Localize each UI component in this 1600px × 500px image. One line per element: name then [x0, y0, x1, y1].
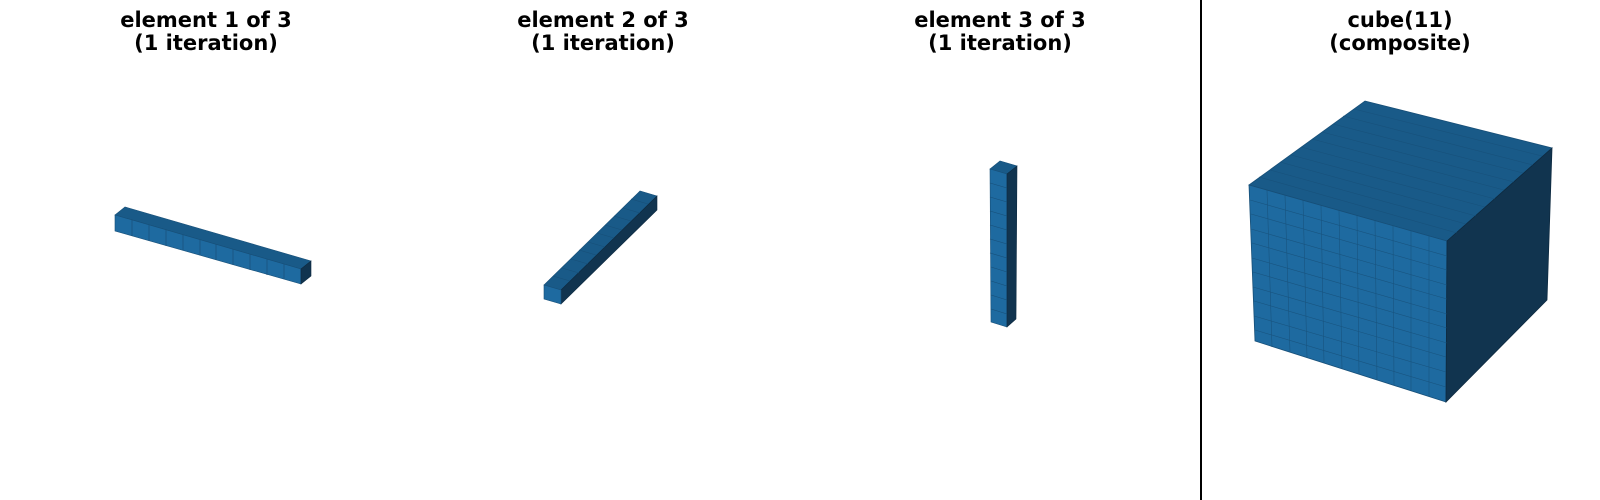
- bar-x-end-face: [300, 260, 312, 285]
- panel-title-line1: element 2 of 3: [517, 8, 689, 32]
- bar-y-end-face: [543, 284, 562, 305]
- bar-y-side-face: [560, 195, 658, 305]
- bar-x-front-face: [114, 214, 302, 285]
- cube-top-grid: [1258, 108, 1543, 234]
- panel-title: element 2 of 3 (1 iteration): [397, 9, 809, 55]
- cube-plot: [1248, 100, 1553, 403]
- panel-title: cube(11) (composite): [1200, 9, 1600, 55]
- panel-title-line1: cube(11): [1347, 8, 1453, 32]
- panel-element-2: element 2 of 3 (1 iteration): [397, 0, 809, 500]
- panel-title: element 1 of 3 (1 iteration): [0, 9, 412, 55]
- panel-divider: [1200, 0, 1202, 500]
- bar-y-segment-lines: [552, 198, 649, 282]
- cube-front-grid: [1249, 189, 1448, 396]
- bar-y-top-face: [543, 190, 658, 291]
- bar-x-segment-lines: [131, 220, 285, 279]
- panel-title-line2: (composite): [1329, 31, 1471, 55]
- bar-x-plot: [114, 206, 312, 285]
- bar-z-plot: [989, 160, 1018, 328]
- cube-right-face: [1445, 147, 1553, 403]
- panel-title-line2: (1 iteration): [928, 31, 1072, 55]
- panel-element-1: element 1 of 3 (1 iteration): [0, 0, 412, 500]
- panel-element-3: element 3 of 3 (1 iteration): [794, 0, 1206, 500]
- bar-y-plot: [543, 190, 658, 305]
- panel-title: element 3 of 3 (1 iteration): [794, 9, 1206, 55]
- bar-z-segment-lines: [989, 182, 1008, 315]
- panel-composite: cube(11) (composite): [1200, 0, 1600, 500]
- bar-z-front-face: [989, 168, 1008, 328]
- bar-z-side-face: [1006, 165, 1018, 328]
- panel-title-line1: element 3 of 3: [914, 8, 1086, 32]
- panel-title-line2: (1 iteration): [531, 31, 675, 55]
- panel-title-line2: (1 iteration): [134, 31, 278, 55]
- panel-title-line1: element 1 of 3: [120, 8, 292, 32]
